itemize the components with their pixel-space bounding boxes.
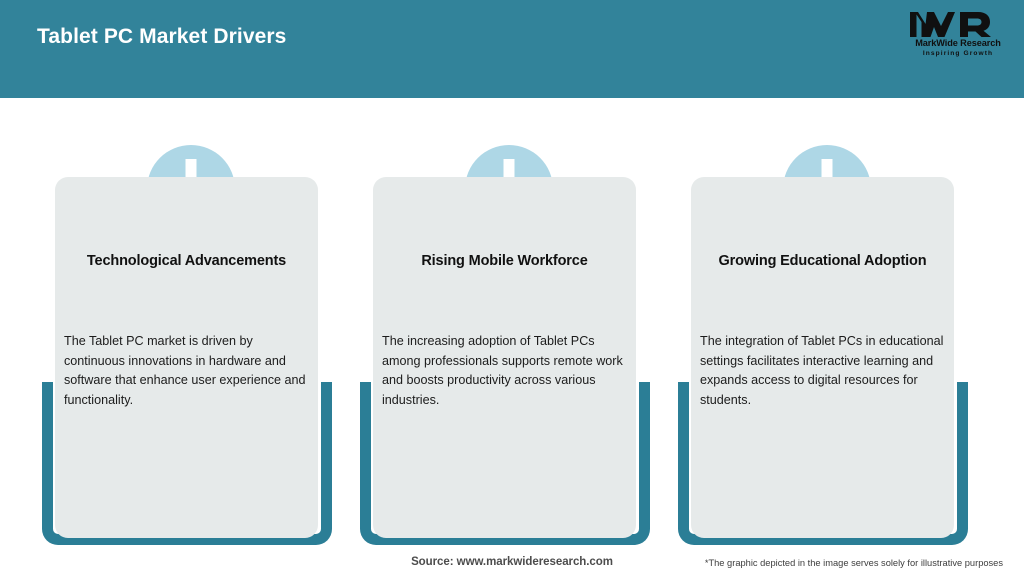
- driver-card-3[interactable]: Growing Educational Adoption The integra…: [668, 145, 978, 545]
- card-title: Rising Mobile Workforce: [421, 253, 588, 269]
- card-bracket: [42, 382, 332, 545]
- card-body-text: The Tablet PC market is driven by contin…: [64, 334, 306, 407]
- page-title: Tablet PC Market Drivers: [37, 25, 287, 48]
- card-panel: Technological Advancements The Tablet PC…: [55, 177, 318, 538]
- disclaimer-note: *The graphic depicted in the image serve…: [704, 558, 1003, 568]
- card-title: Technological Advancements: [86, 253, 287, 269]
- logo-tagline: Inspiring Growth: [922, 50, 994, 57]
- source-note: Source: www.markwideresearch.com: [411, 556, 613, 568]
- card-panel: Rising Mobile Workforce The increasing a…: [373, 177, 636, 538]
- header-band: [0, 0, 1024, 98]
- brand-logo: MarkWide Research Inspiring Growth: [908, 10, 1008, 62]
- card-bracket: [360, 382, 650, 545]
- driver-card-2[interactable]: Rising Mobile Workforce The increasing a…: [350, 145, 660, 545]
- card-bracket: [678, 382, 968, 545]
- driver-card-1[interactable]: Technological Advancements The Tablet PC…: [32, 145, 342, 545]
- card-panel: Growing Educational Adoption The integra…: [691, 177, 954, 538]
- logo-company-name: MarkWide Research: [915, 38, 1001, 48]
- card-body-text: The integration of Tablet PCs in educati…: [700, 334, 944, 407]
- card-body-text: The increasing adoption of Tablet PCs am…: [382, 334, 623, 407]
- card-title: Growing Educational Adoption: [718, 253, 927, 269]
- mwr-monogram-icon: [910, 12, 991, 37]
